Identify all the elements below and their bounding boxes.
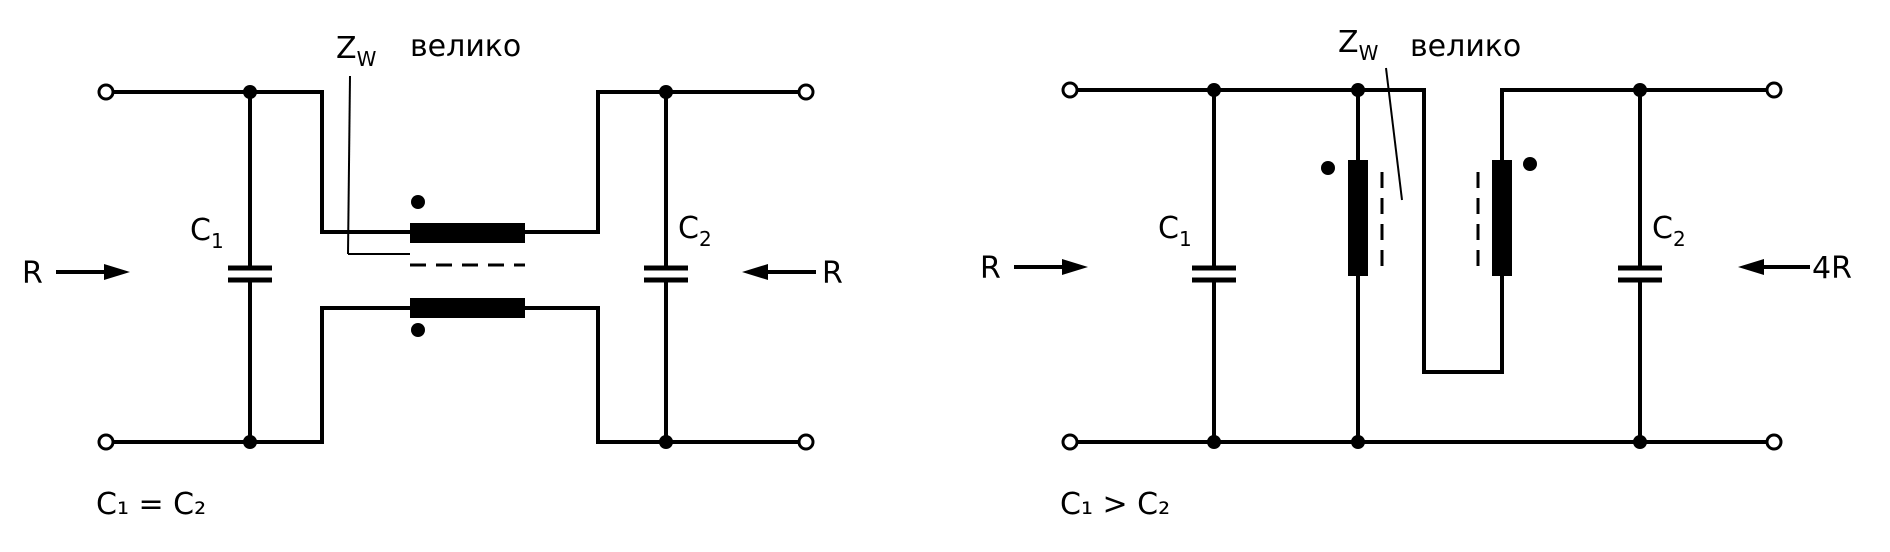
zw-leader <box>1385 67 1403 201</box>
junction-dot <box>1633 83 1647 97</box>
cap2-label: C2 <box>1652 211 1686 251</box>
arrow-left-icon <box>742 264 768 280</box>
condition-label: C₁ > C₂ <box>1060 487 1170 522</box>
coil-top-winding <box>410 223 525 243</box>
cap1-label: C1 <box>190 213 224 253</box>
coil-bottom-polarity-dot <box>411 323 425 337</box>
coil-left-polarity-dot <box>1321 161 1335 175</box>
junction-dot <box>1351 83 1365 97</box>
coil-right-winding <box>1492 160 1512 276</box>
terminal-icon <box>97 83 115 101</box>
junction-dot <box>243 85 257 99</box>
arrow-right-icon <box>104 264 130 280</box>
cap2-label: C2 <box>678 211 712 251</box>
coil-bottom-winding <box>410 298 525 318</box>
junction-dot <box>243 435 257 449</box>
terminal-icon <box>797 83 815 101</box>
junction-dot <box>1207 83 1221 97</box>
coil-top-polarity-dot <box>411 195 425 209</box>
cap1-label: C1 <box>1158 211 1192 251</box>
coil-right-polarity-dot <box>1523 157 1537 171</box>
junction-dot <box>1633 435 1647 449</box>
coil-left-winding <box>1348 160 1368 276</box>
right-circuit: R 4R C1 C2 ZW велико C₁ > C₂ <box>980 25 1852 522</box>
junction-dot <box>659 85 673 99</box>
input-resistance-label: R <box>980 251 1001 286</box>
terminal-icon <box>1765 433 1783 451</box>
output-resistance-label: R <box>822 256 843 291</box>
arrow-left-icon <box>1738 259 1764 275</box>
arrow-right-icon <box>1062 259 1088 275</box>
impedance-description: велико <box>1410 29 1521 64</box>
junction-dot <box>659 435 673 449</box>
condition-label: C₁ = C₂ <box>96 487 206 522</box>
impedance-label: ZW <box>336 31 377 71</box>
terminal-icon <box>97 433 115 451</box>
impedance-description: велико <box>410 29 521 64</box>
left-circuit: R R C1 C2 ZW велико C₁ = C₂ <box>22 29 843 522</box>
junction-dot <box>1351 435 1365 449</box>
junction-dot <box>1207 435 1221 449</box>
zw-leader-vertical <box>347 75 351 255</box>
input-resistance-label: R <box>22 256 43 291</box>
impedance-label: ZW <box>1338 25 1379 65</box>
terminal-icon <box>1061 433 1079 451</box>
terminal-icon <box>797 433 815 451</box>
terminal-icon <box>1061 81 1079 99</box>
output-resistance-label: 4R <box>1812 251 1852 286</box>
terminal-icon <box>1765 81 1783 99</box>
